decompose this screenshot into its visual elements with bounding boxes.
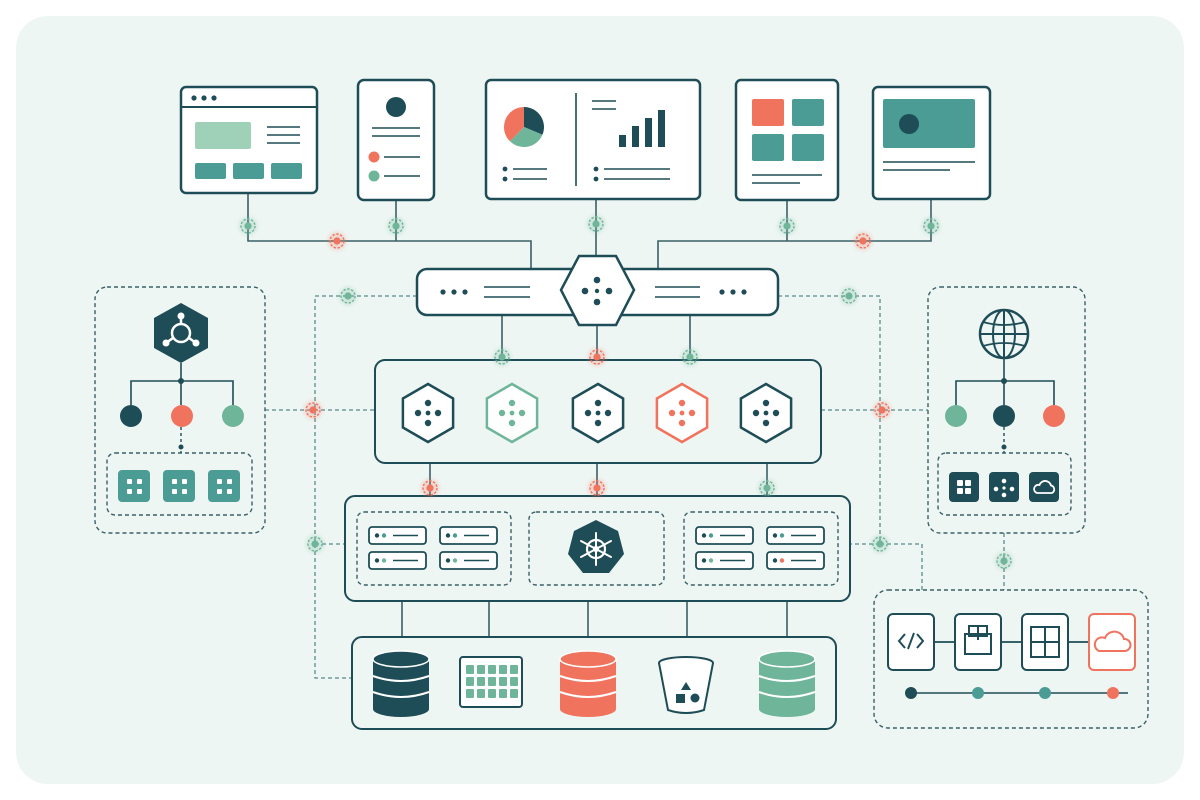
connector-node (304, 401, 322, 419)
connector-node (922, 217, 940, 235)
code-icon (887, 613, 935, 671)
connector-node (588, 479, 606, 497)
service-hexagon-icon-1 (401, 382, 455, 444)
connector-node (328, 232, 346, 250)
object-bucket-icon (658, 656, 714, 714)
container-grid-icon (1021, 613, 1069, 671)
module-chip-icon (208, 470, 240, 502)
module-chip-icon (118, 470, 150, 502)
service-hexagon-icon-2 (485, 382, 539, 444)
client-tier (179, 78, 992, 202)
database-cylinder-icon (559, 650, 617, 717)
connector-node (995, 552, 1013, 570)
edge-chip-cloud-icon (1029, 472, 1059, 502)
service-hexagon-icon-5 (739, 382, 793, 444)
analytics-dashboard-icon (484, 78, 702, 201)
database-cylinder-icon (758, 650, 816, 717)
service-hexagon-icon-3 (571, 382, 625, 444)
mobile-app-icon (356, 78, 436, 202)
connector-node (493, 348, 511, 366)
connector-node (758, 479, 776, 497)
connector-node (306, 535, 324, 553)
connector-node (239, 217, 257, 235)
connector-node (681, 348, 699, 366)
connector-node (339, 287, 357, 305)
connector-node (873, 401, 891, 419)
connector-node (840, 287, 858, 305)
globe-icon (978, 308, 1030, 360)
service-tier (374, 359, 822, 464)
web-app-window-icon (179, 85, 319, 195)
connector-node (854, 232, 872, 250)
media-screen-icon (871, 85, 992, 201)
tiles-dashboard-icon (734, 78, 840, 202)
connector-node (587, 215, 605, 233)
data-grid-icon (459, 656, 523, 708)
api-gateway-bar (415, 254, 780, 327)
cluster-tier (344, 495, 851, 602)
connector-node (588, 348, 606, 366)
api-gateway-hexagon-icon (559, 254, 636, 327)
deploy-pipeline-panel (873, 589, 1149, 729)
left-mesh-panel (94, 286, 266, 534)
connector-node (778, 217, 796, 235)
connector-node (871, 535, 889, 553)
edge-chip-grid-icon (949, 472, 979, 502)
cloud-icon (1088, 613, 1136, 671)
connector-node (421, 479, 439, 497)
server-rack-icon (368, 526, 427, 570)
database-cylinder-icon (372, 650, 430, 717)
kubernetes-helm-icon (568, 520, 624, 573)
edge-chip-nodes-icon (989, 472, 1019, 502)
connector-nodes (239, 215, 1013, 570)
storage-tier (351, 636, 837, 730)
server-rack-icon (439, 526, 498, 570)
package-icon (954, 613, 1002, 671)
service-hexagon-icon-4 (655, 382, 709, 444)
module-chip-icon (163, 470, 195, 502)
right-edge-panel (927, 286, 1086, 534)
server-rack-icon (766, 526, 825, 570)
service-mesh-hub-icon (154, 303, 208, 363)
connector-node (387, 217, 405, 235)
server-rack-icon (695, 526, 754, 570)
